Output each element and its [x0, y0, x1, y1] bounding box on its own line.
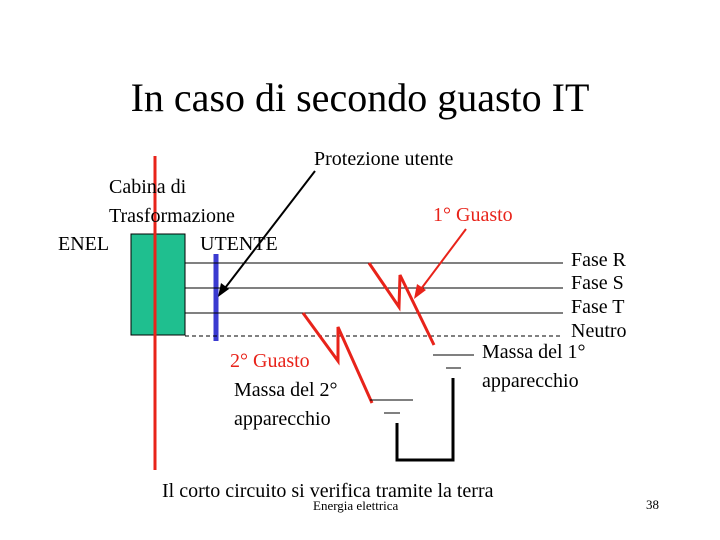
label-fase-s: Fase S: [571, 272, 624, 294]
footer-text: Energia elettrica: [313, 498, 399, 513]
protezione-arrow: [221, 170, 316, 293]
page-number: 38: [646, 497, 659, 512]
label-massa-2-line1: Massa del 2°: [234, 379, 338, 401]
guasto1-arrow: [417, 228, 467, 294]
label-guasto-1: 1° Guasto: [433, 204, 513, 226]
label-massa-2-line2: apparecchio: [234, 408, 331, 430]
earth-loop: [395, 378, 455, 462]
protezione-arrowhead: [218, 283, 229, 297]
cabin-box: [130, 233, 186, 336]
label-guasto-2: 2° Guasto: [230, 350, 310, 372]
label-utente: UTENTE: [200, 233, 278, 255]
label-massa-1-line1: Massa del 1°: [482, 341, 586, 363]
guasto1-zigzag: [367, 262, 436, 346]
slide-title: In caso di secondo guasto IT: [130, 75, 590, 120]
label-neutro: Neutro: [571, 320, 627, 342]
label-fase-t: Fase T: [571, 296, 625, 318]
label-enel: ENEL: [58, 233, 110, 255]
caption-text: Il corto circuito si verifica tramite la…: [162, 480, 494, 502]
label-protezione-utente: Protezione utente: [314, 148, 454, 170]
guasto1-arrowhead: [414, 284, 426, 299]
label-cabina-di: Cabina di: [109, 176, 187, 198]
label-fase-r: Fase R: [571, 249, 626, 271]
label-massa-1-line2: apparecchio: [482, 370, 579, 392]
guasto2-zigzag: [301, 312, 374, 404]
label-trasformazione: Trasformazione: [109, 205, 235, 227]
